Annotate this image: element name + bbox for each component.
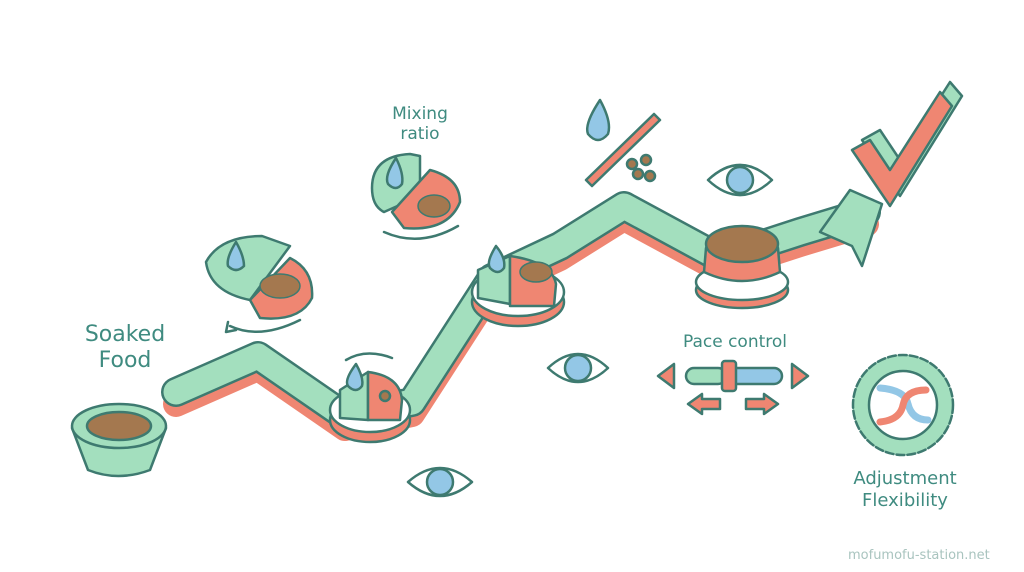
water-drop-icon bbox=[226, 240, 246, 272]
eye-icon bbox=[546, 352, 610, 384]
water-versus-kibble-icon bbox=[584, 98, 662, 188]
mixing-ratio-label: Mixing ratio bbox=[392, 104, 448, 145]
watermark: mofumofu-station.net bbox=[848, 548, 990, 563]
soaked-food-bowl-icon bbox=[70, 402, 168, 478]
checkmark-icon bbox=[850, 80, 964, 208]
mixed-bowl-step-2 bbox=[470, 244, 566, 328]
split-dish-icon bbox=[204, 234, 314, 334]
adjustment-gear-icon bbox=[851, 353, 955, 457]
pace-control-label: Pace control bbox=[682, 332, 788, 352]
arrow-head-icon bbox=[818, 188, 884, 268]
mixed-bowl-step-1 bbox=[328, 352, 412, 444]
adjustment-flexibility-label: Adjustment Flexibility bbox=[853, 468, 957, 511]
soaked-food-label: Soaked Food bbox=[84, 322, 166, 374]
eye-icon bbox=[706, 163, 774, 197]
kibble-bowl-step-3 bbox=[694, 224, 790, 310]
mixing-ratio-dish-icon bbox=[370, 152, 462, 240]
pace-control-slider-icon bbox=[656, 359, 810, 416]
eye-icon bbox=[406, 466, 474, 498]
